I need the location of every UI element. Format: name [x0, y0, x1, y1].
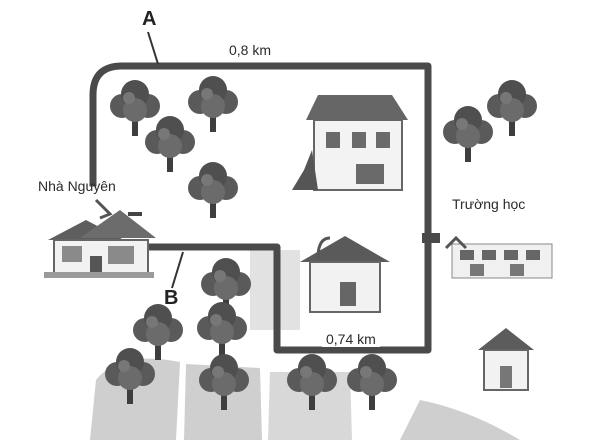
road-network: [89, 62, 432, 354]
distance-bottom-label: 0,74 km: [322, 331, 380, 347]
tree-icon: [197, 302, 247, 358]
route-a-label: A: [142, 8, 157, 30]
tree-icon: [443, 106, 493, 162]
tree-icon: [188, 76, 238, 132]
school-junction: [422, 233, 440, 243]
tree-icon: [487, 80, 537, 136]
small-house-icon: [478, 328, 534, 391]
route-a-pointer: [147, 31, 159, 65]
home-label: Nhà Nguyên: [38, 178, 116, 194]
building-icon: [292, 95, 408, 191]
tree-icon: [110, 80, 160, 136]
route-b-label: B: [164, 287, 179, 309]
distance-top-label: 0,8 km: [229, 42, 272, 58]
tree-icon: [347, 354, 397, 410]
house-icon: [300, 236, 390, 313]
tree-icon: [188, 162, 238, 218]
school-icon: [444, 235, 553, 279]
school-label: Trường học: [452, 196, 526, 212]
route-a-road: [89, 62, 432, 239]
route-b-pointer: [171, 251, 184, 289]
home-house-icon: [44, 198, 156, 278]
tree-icon: [133, 304, 183, 360]
tree-icon: [145, 116, 195, 172]
route-b-road: [148, 239, 432, 354]
